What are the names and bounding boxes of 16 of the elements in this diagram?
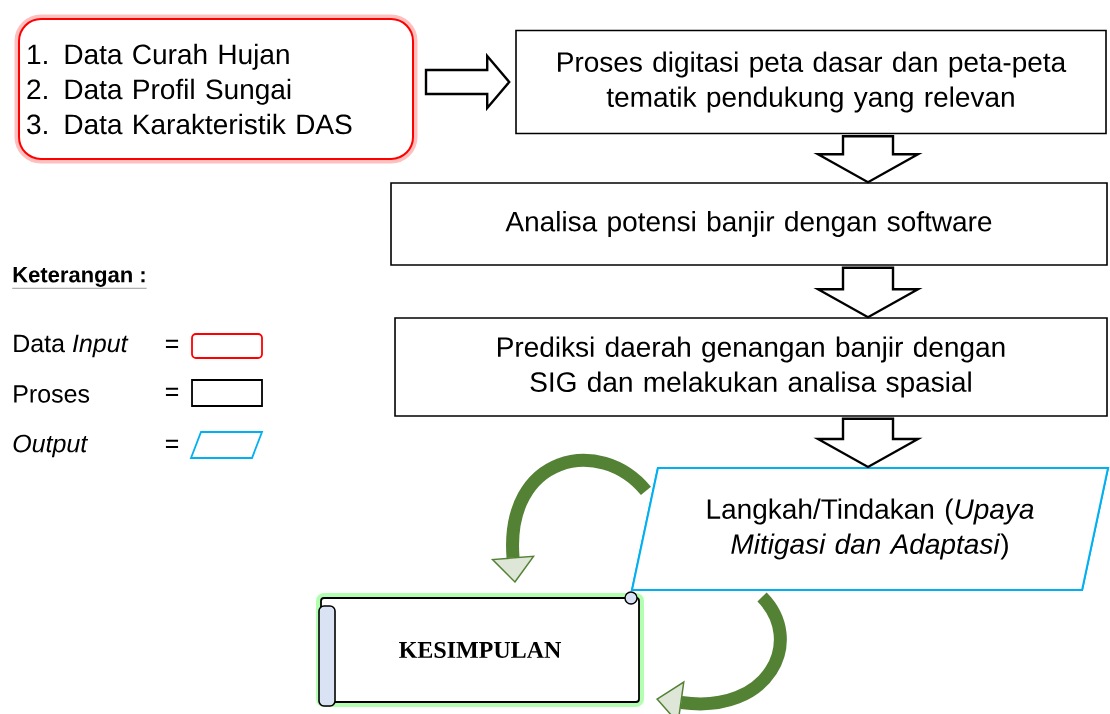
legend-text: Proses	[14, 385, 90, 403]
equals-sign: =	[165, 439, 179, 448]
legend-text: Output	[13, 434, 89, 458]
legend-title: Keterangan :	[12, 267, 147, 289]
block-arrow	[424, 52, 511, 112]
process-box: Proses digitasi peta dasar dan peta-peta tematik pendukung yang relevan	[515, 29, 1107, 135]
equals-sign: =	[165, 339, 179, 348]
scroll-banner: KESIMPULAN	[316, 591, 644, 707]
block-arrow	[813, 135, 923, 184]
equals-sign: =	[165, 387, 179, 396]
process-box: Analisa potensi banjir dengan software	[390, 182, 1108, 266]
input-box: 1. Data Curah Hujan 2. Data Profil Sungai 3. Data Karakteristik DAS	[14, 14, 418, 164]
block-arrow	[813, 266, 923, 319]
legend-text: Data Input	[14, 334, 129, 358]
process-box: Prediksi daerah genangan banjir dengan SIG dan melakukan analisa spasial	[394, 317, 1108, 417]
block-arrow	[813, 417, 923, 469]
